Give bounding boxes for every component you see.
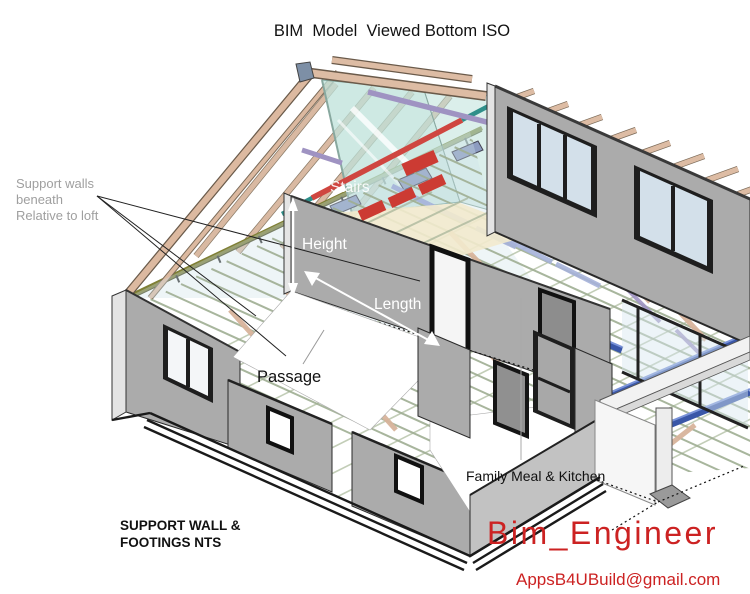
column-footing-pad bbox=[649, 484, 691, 509]
svg-text:SUPPORT WALL &: SUPPORT WALL & bbox=[120, 518, 241, 533]
stairs-label: Stairs bbox=[330, 179, 370, 196]
ridge-beam bbox=[303, 68, 487, 100]
leader-line bbox=[96, 195, 421, 282]
ridge-end-cap bbox=[295, 61, 315, 83]
svg-text:Relative to loft: Relative to loft bbox=[16, 208, 99, 223]
footing-strips bbox=[111, 411, 607, 572]
height-dimension-arrow bbox=[288, 197, 298, 297]
brand-email: AppsB4UBuild@gmail.com bbox=[516, 570, 720, 589]
small-opening-1 bbox=[266, 405, 294, 455]
svg-text:Support walls: Support walls bbox=[16, 176, 95, 191]
left-room-wall bbox=[111, 289, 241, 449]
roof-structure bbox=[112, 56, 750, 311]
steel-connector bbox=[397, 167, 433, 191]
support-wall-footings-note: SUPPORT WALL & FOOTINGS NTS bbox=[120, 518, 241, 550]
column-and-fascia bbox=[594, 335, 750, 509]
small-opening-2 bbox=[394, 452, 424, 506]
passage-floor bbox=[232, 290, 451, 431]
upper-right-wall bbox=[486, 82, 750, 430]
svg-text:beneath: beneath bbox=[16, 192, 63, 207]
support-walls-note: Support walls beneath Relative to loft bbox=[16, 176, 99, 223]
brand-name: Bim_Engineer bbox=[487, 515, 718, 551]
height-label: Height bbox=[302, 236, 347, 253]
page-title: BIM Model Viewed Bottom ISO bbox=[274, 22, 510, 40]
kitchen-door bbox=[493, 359, 529, 439]
kitchen-walls bbox=[417, 327, 613, 558]
red-sloped-beam bbox=[310, 117, 464, 201]
stair-framing-red bbox=[357, 150, 447, 221]
front-walls bbox=[227, 378, 471, 557]
svg-text:FOOTINGS NTS: FOOTINGS NTS bbox=[120, 535, 221, 550]
support-column bbox=[655, 407, 673, 497]
annotation-layer: BIM Model Viewed Bottom ISO Support wall… bbox=[16, 22, 745, 589]
length-dimension-arrow bbox=[304, 271, 440, 346]
gable-rafter bbox=[113, 69, 315, 311]
family-kitchen-label: Family Meal & Kitchen bbox=[466, 468, 605, 484]
length-label: Length bbox=[374, 296, 421, 313]
passage-label: Passage bbox=[257, 368, 321, 386]
